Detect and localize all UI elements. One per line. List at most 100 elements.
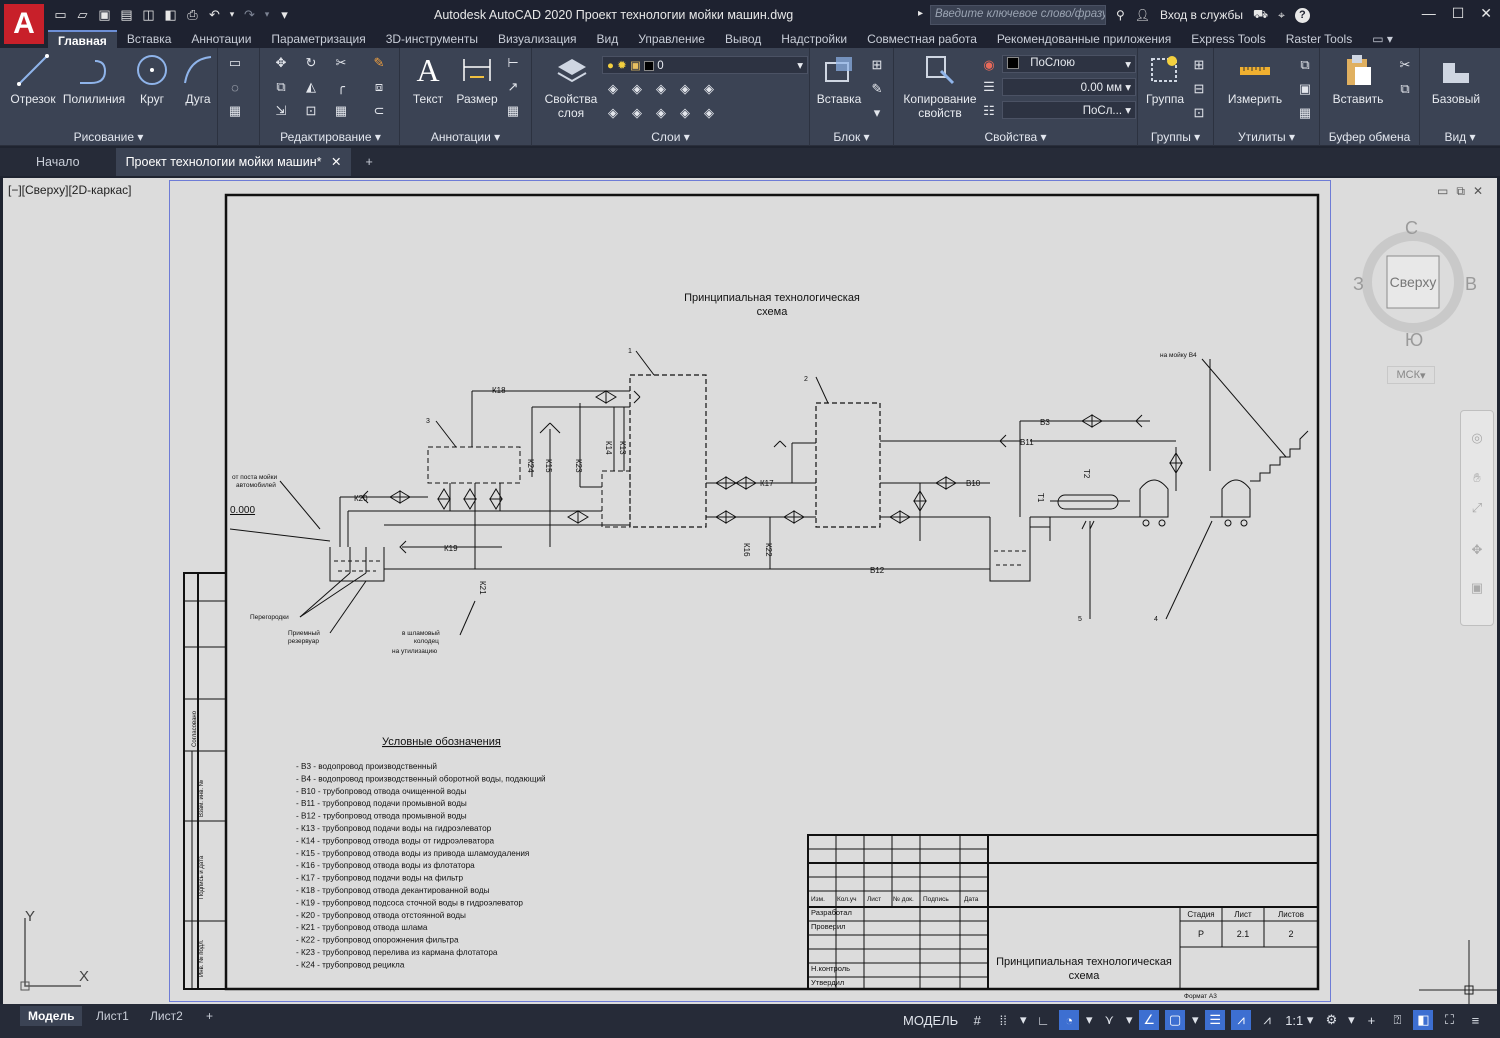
annotation-scale-button[interactable]: 1:1 ▾ [1285, 1012, 1314, 1028]
undo-dropdown-icon[interactable]: ▾ [229, 9, 235, 19]
object-snap-icon[interactable]: ▢ [1165, 1010, 1186, 1030]
arc-button[interactable]: Дуга [180, 52, 216, 106]
tab-collaborate[interactable]: Совместная работа [867, 32, 977, 46]
pan-icon[interactable]: ✋︎ [1473, 470, 1481, 485]
auto-scale-icon[interactable]: ⩘ [1263, 1012, 1271, 1027]
dimension-button[interactable]: Размер [454, 52, 500, 106]
polar-icon[interactable]: ◔ [1059, 1010, 1080, 1030]
trim-icon[interactable]: ✂ [335, 55, 347, 70]
snap-dropdown-icon[interactable]: ▾ [1019, 1012, 1027, 1027]
circle-button[interactable]: Круг [134, 52, 170, 106]
quick-select-icon[interactable]: ⧉ [1300, 57, 1310, 72]
units-icon[interactable]: ⍰ [1393, 1012, 1402, 1027]
tab-express-tools[interactable]: Express Tools [1191, 32, 1266, 46]
layer-tool-6-icon[interactable]: ◈ [608, 105, 618, 120]
copy-clip-icon[interactable]: ⧉ [1400, 81, 1410, 96]
layout2-tab[interactable]: Лист2 [150, 1009, 183, 1023]
erase-icon[interactable]: ✎ [373, 55, 385, 70]
application-menu-button[interactable]: A [4, 4, 44, 44]
block-panel-label[interactable]: Блок ▾ [833, 130, 870, 144]
groups-panel-label[interactable]: Группы ▾ [1150, 130, 1201, 144]
explode-icon[interactable]: ⧈ [374, 79, 384, 94]
close-tab-icon[interactable]: ✕ [330, 155, 342, 169]
tab-view[interactable]: Вид [596, 32, 619, 46]
layers-panel-label[interactable]: Слои ▾ [651, 130, 690, 144]
compass-north[interactable]: С [1405, 218, 1418, 238]
tab-output[interactable]: Вывод [724, 32, 762, 46]
layer-tool-5-icon[interactable]: ◈ [704, 81, 714, 96]
tab-home[interactable]: Главная [48, 30, 117, 48]
group-edit-icon[interactable]: ⊟ [1193, 81, 1205, 96]
lineweight-icon[interactable]: ☰ [983, 79, 995, 94]
clipboard-panel-label[interactable]: Буфер обмена [1328, 130, 1411, 144]
properties-panel-label[interactable]: Свойства ▾ [984, 130, 1047, 144]
steering-wheel-icon[interactable]: ◎ [1471, 430, 1483, 445]
calculator-icon[interactable]: ▦ [1298, 105, 1312, 120]
tab-addins[interactable]: Надстройки [781, 32, 848, 46]
layer-tool-3-icon[interactable]: ◈ [656, 81, 666, 96]
line-button[interactable]: Отрезок [10, 52, 56, 106]
open-icon[interactable]: ▱ [77, 6, 88, 22]
isodraft-icon[interactable]: ⋎ [1104, 1012, 1114, 1027]
new-icon[interactable]: ▭ [54, 6, 67, 22]
annotation-panel-label[interactable]: Аннотации ▾ [430, 130, 501, 144]
clean-screen-icon[interactable]: ⛶ [1444, 1012, 1454, 1027]
rectangle-icon[interactable]: ▭ [228, 55, 242, 70]
isodraft-dropdown-icon[interactable]: ▾ [1125, 1012, 1133, 1027]
customize-qat-icon[interactable]: ▾ [281, 6, 288, 22]
workspace-gear-icon[interactable]: ⚙ [1325, 1012, 1338, 1027]
view-panel-label[interactable]: Вид ▾ [1444, 130, 1476, 144]
workspace-dropdown-icon[interactable]: ▾ [1348, 1012, 1355, 1027]
view-cube[interactable]: С Ю З В Сверху МСК ▾ [1353, 218, 1477, 398]
stretch-icon[interactable]: ⇲ [275, 103, 287, 118]
layout1-tab[interactable]: Лист1 [96, 1009, 129, 1023]
tab-insert[interactable]: Вставка [126, 32, 172, 46]
region-icon[interactable]: ▦ [228, 103, 242, 118]
polyline-button[interactable]: Полилиния [62, 52, 126, 106]
layer-tool-9-icon[interactable]: ◈ [680, 105, 690, 120]
mirror-icon[interactable]: ◭ [306, 79, 316, 94]
snap-icon[interactable]: ⁞⁞ [999, 1012, 1007, 1028]
compass-south[interactable]: Ю [1405, 330, 1424, 350]
plot-icon[interactable]: ⎙ [187, 6, 198, 22]
lineweight-combo[interactable]: 0.00 мм ▾ [1002, 78, 1136, 96]
object-snap-dropdown-icon[interactable]: ▾ [1191, 1012, 1199, 1027]
object-snap-tracking-icon[interactable]: ∠ [1139, 1010, 1160, 1030]
save-icon[interactable]: ▣ [98, 6, 111, 22]
color-wheel-icon[interactable]: ◉ [983, 57, 995, 72]
layer-properties-button[interactable]: Свойства слоя [540, 52, 602, 120]
modify-panel-label[interactable]: Редактирование ▾ [280, 130, 381, 144]
undo-icon[interactable]: ↶ [209, 6, 220, 22]
drawing-tab[interactable]: Проект технологии мойки машин* ✕ [115, 148, 352, 176]
minimize-icon[interactable]: — [1421, 5, 1436, 21]
model-space-button[interactable]: МОДЕЛЬ [903, 1012, 959, 1028]
tab-raster-tools[interactable]: Raster Tools [1285, 32, 1353, 46]
showmotion-icon[interactable]: ▣ [1470, 580, 1484, 595]
linear-dim-icon[interactable]: ⊢ [507, 55, 519, 70]
base-view-button[interactable]: Базовый [1426, 52, 1486, 106]
viewport-minimize-icon[interactable]: ▭ [1437, 184, 1449, 198]
select-all-icon[interactable]: ▣ [1298, 81, 1312, 96]
compass-east[interactable]: В [1465, 274, 1478, 294]
drawing-viewport[interactable]: [−][Сверху][2D-каркас] ▭ ⧉ ✕ [3, 178, 1497, 1004]
annotation-visibility-icon[interactable]: ⩘ [1231, 1010, 1252, 1030]
copy-icon[interactable]: ⧉ [276, 79, 286, 94]
drawing-area[interactable]: Принципиальная технологическая схема К18… [169, 180, 1331, 1002]
polar-dropdown-icon[interactable]: ▾ [1085, 1012, 1093, 1027]
create-block-icon[interactable]: ⊞ [871, 57, 883, 72]
tab-visualize[interactable]: Визуализация [497, 32, 577, 46]
viewport-restore-icon[interactable]: ⧉ [1456, 184, 1465, 198]
search-input[interactable]: Введите ключевое слово/фразу [930, 5, 1106, 25]
compass-west[interactable]: З [1353, 274, 1364, 294]
tab-featured-apps[interactable]: Рекомендованные приложения [996, 32, 1172, 46]
isolate-objects-icon[interactable]: ◧ [1413, 1010, 1434, 1030]
offset-icon[interactable]: ⊂ [373, 103, 385, 118]
color-combo[interactable]: ПоСлою ▾ [1002, 55, 1136, 73]
annotation-monitor-icon[interactable]: + [1367, 1012, 1376, 1028]
attribute-icon[interactable]: ▾ [873, 105, 881, 120]
help-icon[interactable]: ? [1294, 7, 1310, 23]
layer-tool-4-icon[interactable]: ◈ [680, 81, 690, 96]
edit-block-icon[interactable]: ✎ [871, 81, 883, 96]
save-as-icon[interactable]: ▤ [120, 6, 133, 22]
rotate-icon[interactable]: ↻ [305, 55, 317, 70]
